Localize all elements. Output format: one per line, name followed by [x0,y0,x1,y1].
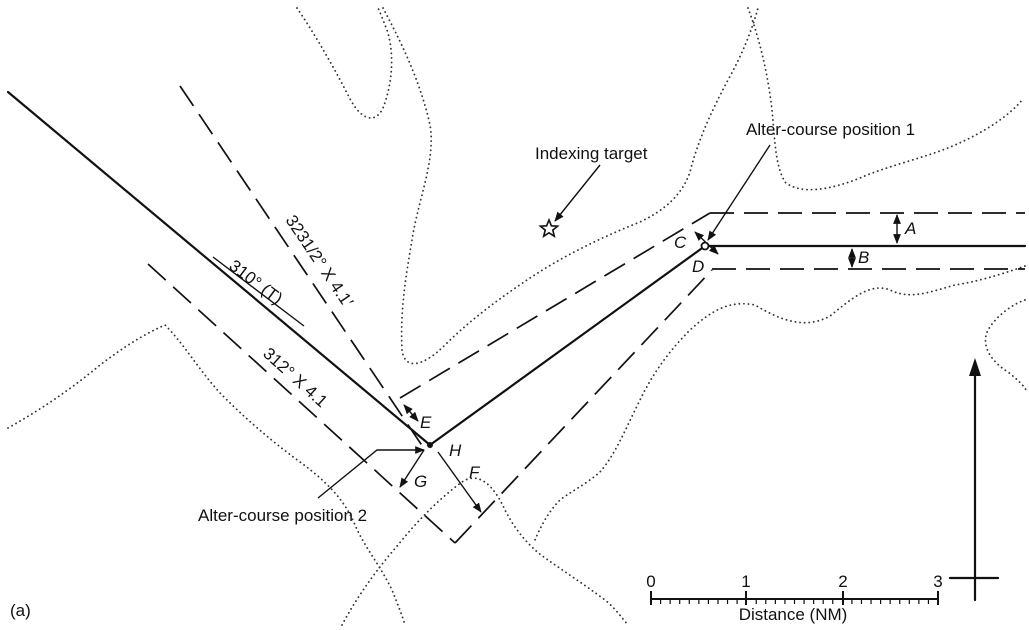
contour-right-inlet [984,299,1027,391]
alter-course-1-label: Alter-course position 1 [746,120,915,139]
distance-markers [399,214,901,513]
distance-arrow-f [437,451,482,513]
dashed-leg-lower [454,269,713,544]
distance-letter-f: F [469,463,481,482]
dashed-track-line-lower-left [147,263,456,544]
scale-bar-title: Distance (NM) [739,605,848,624]
alter-course-marker-1 [700,241,710,251]
distance-arrow-e [403,404,419,422]
distance-letter-a: A [904,219,916,238]
contour-upper-right [747,7,1023,191]
scale-tick-label-0: 0 [646,572,655,591]
north-arrow-icon [948,358,1000,602]
planned-track-line [6,90,1027,447]
scale-tick-label-3: 3 [933,572,942,591]
leader-indexing-target [554,164,601,222]
contour-mid-right [534,265,1026,541]
alter-course-marker-2 [427,442,433,448]
alter-course-2-label: Alter-course position 2 [198,506,367,525]
distance-letter-h: H [449,441,462,460]
scale-tick-label-1: 1 [741,572,750,591]
distance-arrow-g [399,449,425,488]
dashed-track-line-upper-left [179,85,426,451]
star-icon [538,217,560,238]
contour-upper-left [296,7,393,119]
distance-letter-d: D [692,257,704,276]
dashed-leg-upper [399,212,711,399]
leader-alter-course-1 [707,144,771,241]
distance-scale-bar: 0 1 2 3 Distance (NM) [646,572,942,624]
indexing-target-label: Indexing target [535,144,648,163]
scale-tick-label-2: 2 [838,572,847,591]
panel-label: (a) [10,601,31,620]
scale-minor-ticks [659,599,930,604]
parallel-index-lines [147,85,1025,544]
contour-upper-middle [382,7,759,365]
distance-letter-e: E [420,413,432,432]
coastline-contours [7,7,1027,626]
distance-letter-b: B [858,248,869,267]
leader-alter-course-2 [317,446,425,499]
distance-letter-c: C [674,233,687,252]
contour-bottom-left [341,477,629,626]
true-course-tick [212,256,305,327]
course-label-dashed-track: 3231/2° X 4.1′ [282,212,357,311]
distance-letter-g: G [414,472,427,491]
